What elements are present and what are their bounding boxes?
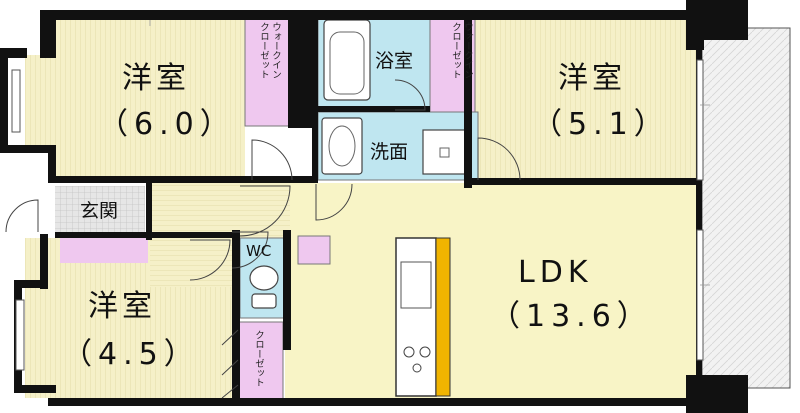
stove-burner-3 [412,363,422,373]
stove-burner-1 [403,346,415,358]
bathtub-inner [329,31,365,95]
stove-burner-2 [419,346,431,358]
door-swings [5,79,521,399]
walk-in-closet-1-line2: クローゼット [257,22,269,79]
closet-3 [237,321,284,401]
plan-marks [149,20,710,286]
walk-in-closet-1-line1: ウォークイン [269,22,281,79]
washer-drain [439,147,450,158]
western-room-3-size: （4.5） [62,337,200,372]
windows [11,59,704,371]
hallway-floor [150,180,290,240]
kitchen-sink [400,261,432,309]
washroom-name: 洗面 [370,141,409,163]
toilet-tank [251,293,277,309]
ldk-floor [285,183,697,398]
entrance-name: 玄関 [80,200,119,222]
washer-pan [422,129,468,175]
western-room-2-name: 洋室 [558,61,626,96]
storage-nook [297,235,331,265]
entrance-step [60,235,148,263]
walk-in-closet-2-line1: ウォークイン [461,22,473,79]
walls [0,0,748,413]
balcony [701,27,791,389]
western-room-1-size: （6.0） [98,107,236,142]
ldk-name: LDK [518,255,593,290]
western-room-2-floor [470,20,696,180]
western-room-1-floor [55,20,245,178]
western-room-2-size: （5.1） [532,107,670,142]
ldk-size: （13.6） [490,299,653,334]
western-room-3-name: 洋室 [88,289,156,324]
toilet-name: WC [246,242,272,260]
bathroom-name: 浴室 [375,50,414,72]
western-room-1-name: 洋室 [122,61,190,96]
hallway-floor-2 [150,232,235,287]
western-room-1-bay [25,55,57,145]
closet-3-label: クローゼット [252,330,264,387]
toilet-bowl [249,265,279,291]
counter-edge [435,237,451,397]
entrance-floor [55,186,145,234]
basin-bowl [328,125,356,167]
walk-in-closet-2-line2: クローゼット [449,22,461,79]
